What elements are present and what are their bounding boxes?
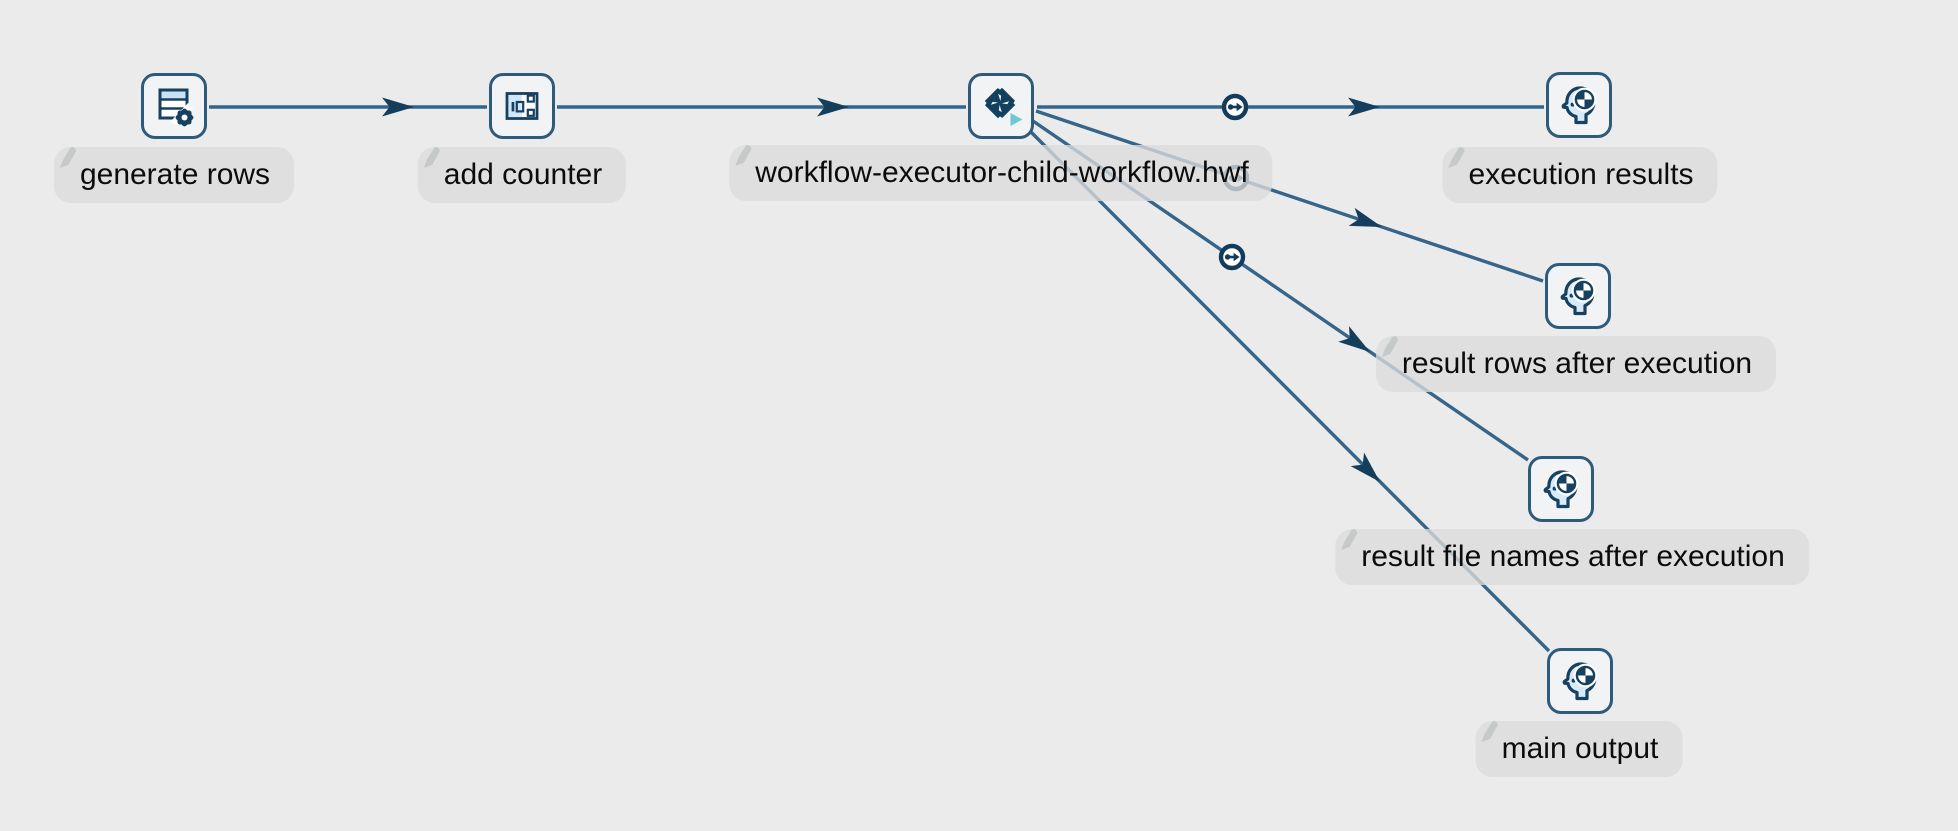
node-result-rows[interactable] bbox=[1545, 263, 1611, 329]
node-label-add-counter[interactable]: add counter bbox=[417, 147, 627, 203]
node-result-file-names[interactable] bbox=[1528, 456, 1594, 522]
edit-pencil-icon bbox=[423, 147, 440, 168]
play-triangle-icon bbox=[1010, 113, 1023, 126]
node-execution-results[interactable] bbox=[1546, 72, 1612, 138]
counter-icon bbox=[505, 92, 539, 120]
hop-arrowhead bbox=[1338, 326, 1376, 360]
node-label-text: result rows after execution bbox=[1401, 347, 1753, 380]
node-label-result-rows[interactable]: result rows after execution bbox=[1375, 336, 1777, 392]
node-label-text: workflow-executor-child-workflow.hwf bbox=[755, 156, 1249, 189]
node-label-text: add counter bbox=[443, 158, 603, 191]
edit-pencil-icon bbox=[59, 147, 77, 168]
hop-result-circle-icon[interactable] bbox=[1224, 96, 1246, 118]
hop-arrowhead bbox=[1348, 207, 1386, 237]
node-add-counter[interactable] bbox=[489, 73, 555, 139]
head-target-icon bbox=[1543, 470, 1579, 509]
table-gear-icon bbox=[158, 88, 194, 127]
node-label-text: execution results bbox=[1468, 158, 1694, 191]
node-label-text: generate rows bbox=[79, 158, 271, 191]
node-label-text: main output bbox=[1501, 732, 1659, 765]
edit-pencil-icon bbox=[1481, 721, 1498, 742]
node-label-generate-rows[interactable]: generate rows bbox=[53, 147, 295, 203]
hop-line-executor-to-result-rows[interactable] bbox=[1035, 109, 1544, 283]
edit-pencil-icon bbox=[1341, 529, 1358, 550]
node-label-workflow-executor[interactable]: workflow-executor-child-workflow.hwf bbox=[729, 145, 1273, 201]
edit-pencil-icon bbox=[1448, 147, 1465, 168]
head-target-icon bbox=[1561, 86, 1597, 125]
workflow-executor-icon bbox=[971, 76, 1023, 126]
node-workflow-executor[interactable] bbox=[968, 73, 1034, 139]
head-target-icon bbox=[1562, 662, 1598, 701]
node-label-main-output[interactable]: main output bbox=[1475, 721, 1683, 777]
node-label-result-file-names[interactable]: result file names after execution bbox=[1335, 529, 1809, 585]
node-generate-rows[interactable] bbox=[141, 73, 207, 139]
node-label-execution-results[interactable]: execution results bbox=[1442, 147, 1718, 203]
node-main-output[interactable] bbox=[1547, 648, 1613, 714]
node-label-text: result file names after execution bbox=[1361, 540, 1785, 573]
edit-pencil-icon bbox=[1381, 336, 1398, 357]
head-target-icon bbox=[1560, 277, 1596, 316]
hop-result-circle-icon[interactable] bbox=[1221, 246, 1243, 268]
edit-pencil-icon bbox=[735, 145, 752, 166]
